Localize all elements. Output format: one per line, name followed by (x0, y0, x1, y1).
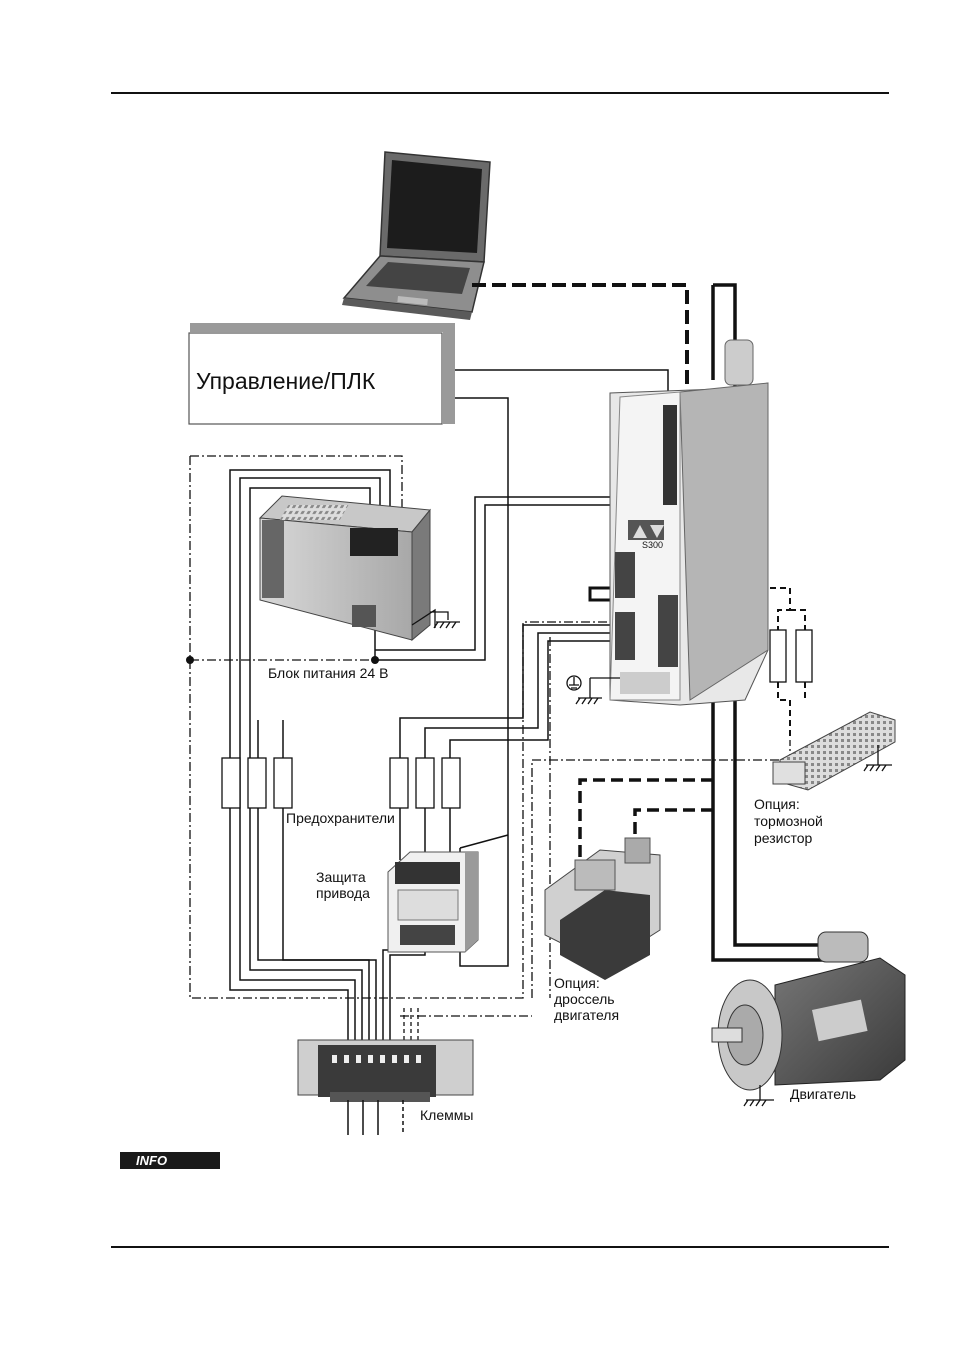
power-supply-label: Блок питания 24 В (268, 665, 388, 681)
junction-dot (371, 656, 379, 664)
choke-label-2: дроссель (554, 991, 615, 1007)
servo-motor-icon (712, 932, 905, 1090)
brake-resistor-label-1: Опция: (754, 796, 800, 812)
terminals-label: Клеммы (420, 1107, 473, 1123)
drive-model-label: S300 (642, 540, 663, 550)
junction-dot (186, 656, 194, 664)
fuse-group-drive (390, 758, 460, 808)
terminal-output-wires (348, 1100, 403, 1135)
contactor-icon (388, 852, 478, 952)
plc-label: Управление/ПЛК (196, 368, 376, 394)
drive-protection-label-2: привода (316, 885, 370, 901)
motor-label: Двигатель (790, 1086, 856, 1102)
info-badge: INFO (120, 1152, 220, 1169)
brake-resistor-label-2: тормозной (754, 813, 823, 829)
choke-label-3: двигателя (554, 1007, 619, 1023)
fuses-label: Предохранители (286, 810, 395, 826)
brake-resistor-label-3: резистор (754, 830, 813, 846)
serial-cable (472, 285, 687, 395)
laptop-icon (342, 152, 490, 320)
terminal-block-icon (298, 1040, 473, 1102)
motor-choke-icon (545, 838, 660, 980)
servo-drive-unit (610, 340, 768, 705)
terminal-link-lines (404, 1008, 418, 1040)
brake-resistor-icon (773, 712, 895, 790)
power-supply-unit (260, 496, 435, 640)
drive-protection-label-1: Защита (316, 869, 366, 885)
fuse-group-mains (222, 758, 292, 808)
choke-label-1: Опция: (554, 975, 600, 991)
brake-resistor-fuses (770, 630, 812, 682)
